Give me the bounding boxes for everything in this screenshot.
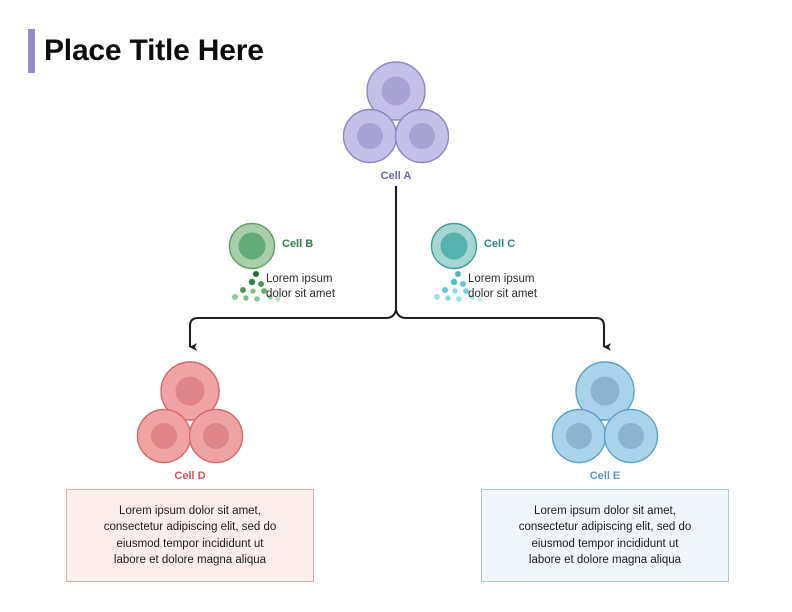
- cell-e-cluster[interactable]: Cell E: [549, 360, 661, 488]
- cell-c-secretion-dots: [434, 271, 483, 302]
- note-left-line2: consectetur adipiscing elit, sed do: [103, 521, 277, 533]
- cell-d-cells: [136, 361, 244, 464]
- connector-branch-left: [188, 309, 398, 351]
- cell-b-description-line2: dolor sit amet: [266, 288, 336, 300]
- note-right-line2: consectetur adipiscing elit, sed do: [518, 521, 692, 533]
- cell-b-cell: [228, 222, 276, 270]
- connector-branch-right: [394, 309, 611, 351]
- note-left-line1: Lorem ipsum dolor sit amet,: [119, 504, 261, 517]
- title-accent-bar: [28, 29, 35, 73]
- note-box-right[interactable]: Lorem ipsum dolor sit amet, consectetur …: [481, 489, 729, 582]
- cell-a-cluster[interactable]: Cell A: [340, 60, 452, 188]
- page-title: Place Title Here: [44, 34, 264, 67]
- cell-c-group[interactable]: Cell C Lorem ipsum dolor sit amet: [430, 222, 590, 304]
- cell-a-label: Cell A: [380, 170, 412, 182]
- note-right-line4: labore et dolore magna aliqua: [528, 554, 682, 566]
- cell-c-label: Cell C: [484, 238, 516, 250]
- note-left-text: Lorem ipsum dolor sit amet, consectetur …: [104, 503, 277, 569]
- cell-c-cell: [430, 222, 478, 270]
- cell-b-label: Cell B: [282, 238, 314, 250]
- note-right-text: Lorem ipsum dolor sit amet, consectetur …: [519, 503, 692, 569]
- note-box-left[interactable]: Lorem ipsum dolor sit amet, consectetur …: [66, 489, 314, 582]
- cell-e-cells: [551, 361, 659, 464]
- cell-d-cluster[interactable]: Cell D: [134, 360, 246, 488]
- cell-d-label: Cell D: [174, 470, 206, 482]
- note-left-line3: eiusmod tempor incididunt ut: [116, 537, 264, 550]
- cell-b-group[interactable]: Cell B Lorem ipsum dolor sit amet: [228, 222, 388, 304]
- cell-c-description-line2: dolor sit amet: [468, 288, 538, 300]
- cell-e-label: Cell E: [589, 470, 621, 482]
- cell-b-secretion-dots: [232, 271, 281, 302]
- cell-b-description-line1: Lorem ipsum: [266, 273, 333, 285]
- cell-a-cells: [342, 61, 450, 164]
- note-right-line3: eiusmod tempor incididunt ut: [531, 537, 679, 550]
- note-left-line4: labore et dolore magna aliqua: [113, 554, 267, 566]
- note-right-line1: Lorem ipsum dolor sit amet,: [534, 504, 676, 517]
- cell-c-description-line1: Lorem ipsum: [468, 273, 535, 285]
